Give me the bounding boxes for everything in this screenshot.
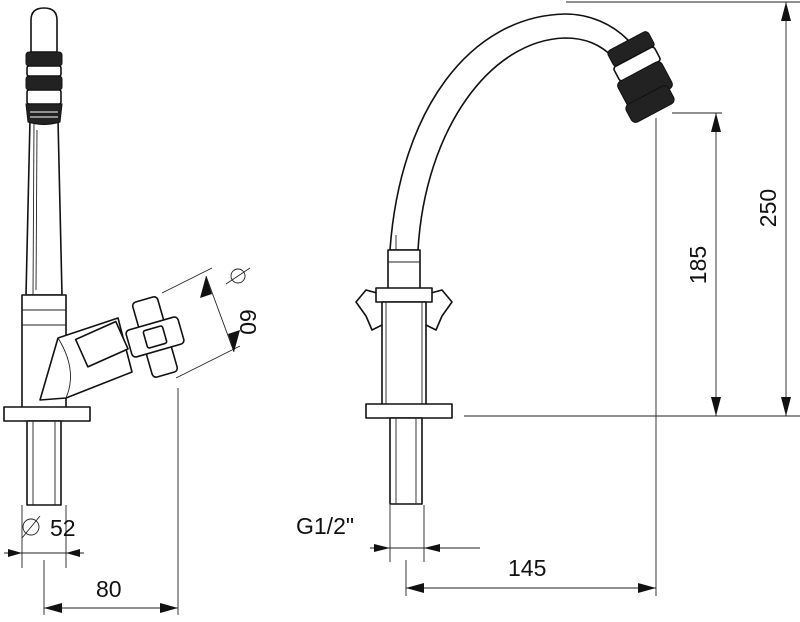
dimension-thread: G1/2" bbox=[296, 505, 480, 562]
dim-label-52: 52 bbox=[50, 515, 76, 541]
front-shank bbox=[389, 417, 423, 505]
diameter-symbol-60 bbox=[225, 267, 251, 285]
side-handle bbox=[125, 296, 185, 378]
dim-label-185: 185 bbox=[685, 246, 711, 284]
front-view-faucet bbox=[355, 13, 675, 505]
dimension-60: 60 bbox=[161, 267, 261, 379]
dimension-145: 145 bbox=[405, 118, 657, 596]
side-aerator bbox=[25, 7, 63, 125]
front-body-column bbox=[381, 301, 427, 407]
front-base-flange bbox=[365, 403, 453, 419]
dimension-250: 250 bbox=[566, 1, 800, 416]
side-view-faucet bbox=[3, 7, 185, 506]
dim-label-145: 145 bbox=[508, 555, 546, 581]
front-handle bbox=[355, 287, 453, 331]
dimension-52: 52 bbox=[4, 505, 84, 568]
side-base-flange bbox=[3, 406, 91, 422]
dim-label-60: 60 bbox=[235, 309, 261, 335]
dim-label-250: 250 bbox=[755, 189, 781, 227]
dim-label-thread: G1/2" bbox=[296, 513, 354, 539]
diameter-symbol-52 bbox=[21, 515, 41, 539]
front-aerator bbox=[607, 31, 675, 123]
side-shank bbox=[26, 420, 62, 506]
dimension-80: 80 bbox=[43, 388, 179, 615]
dim-label-80: 80 bbox=[96, 576, 122, 602]
dimension-185: 185 bbox=[464, 112, 800, 417]
front-neck-collar bbox=[387, 249, 421, 291]
